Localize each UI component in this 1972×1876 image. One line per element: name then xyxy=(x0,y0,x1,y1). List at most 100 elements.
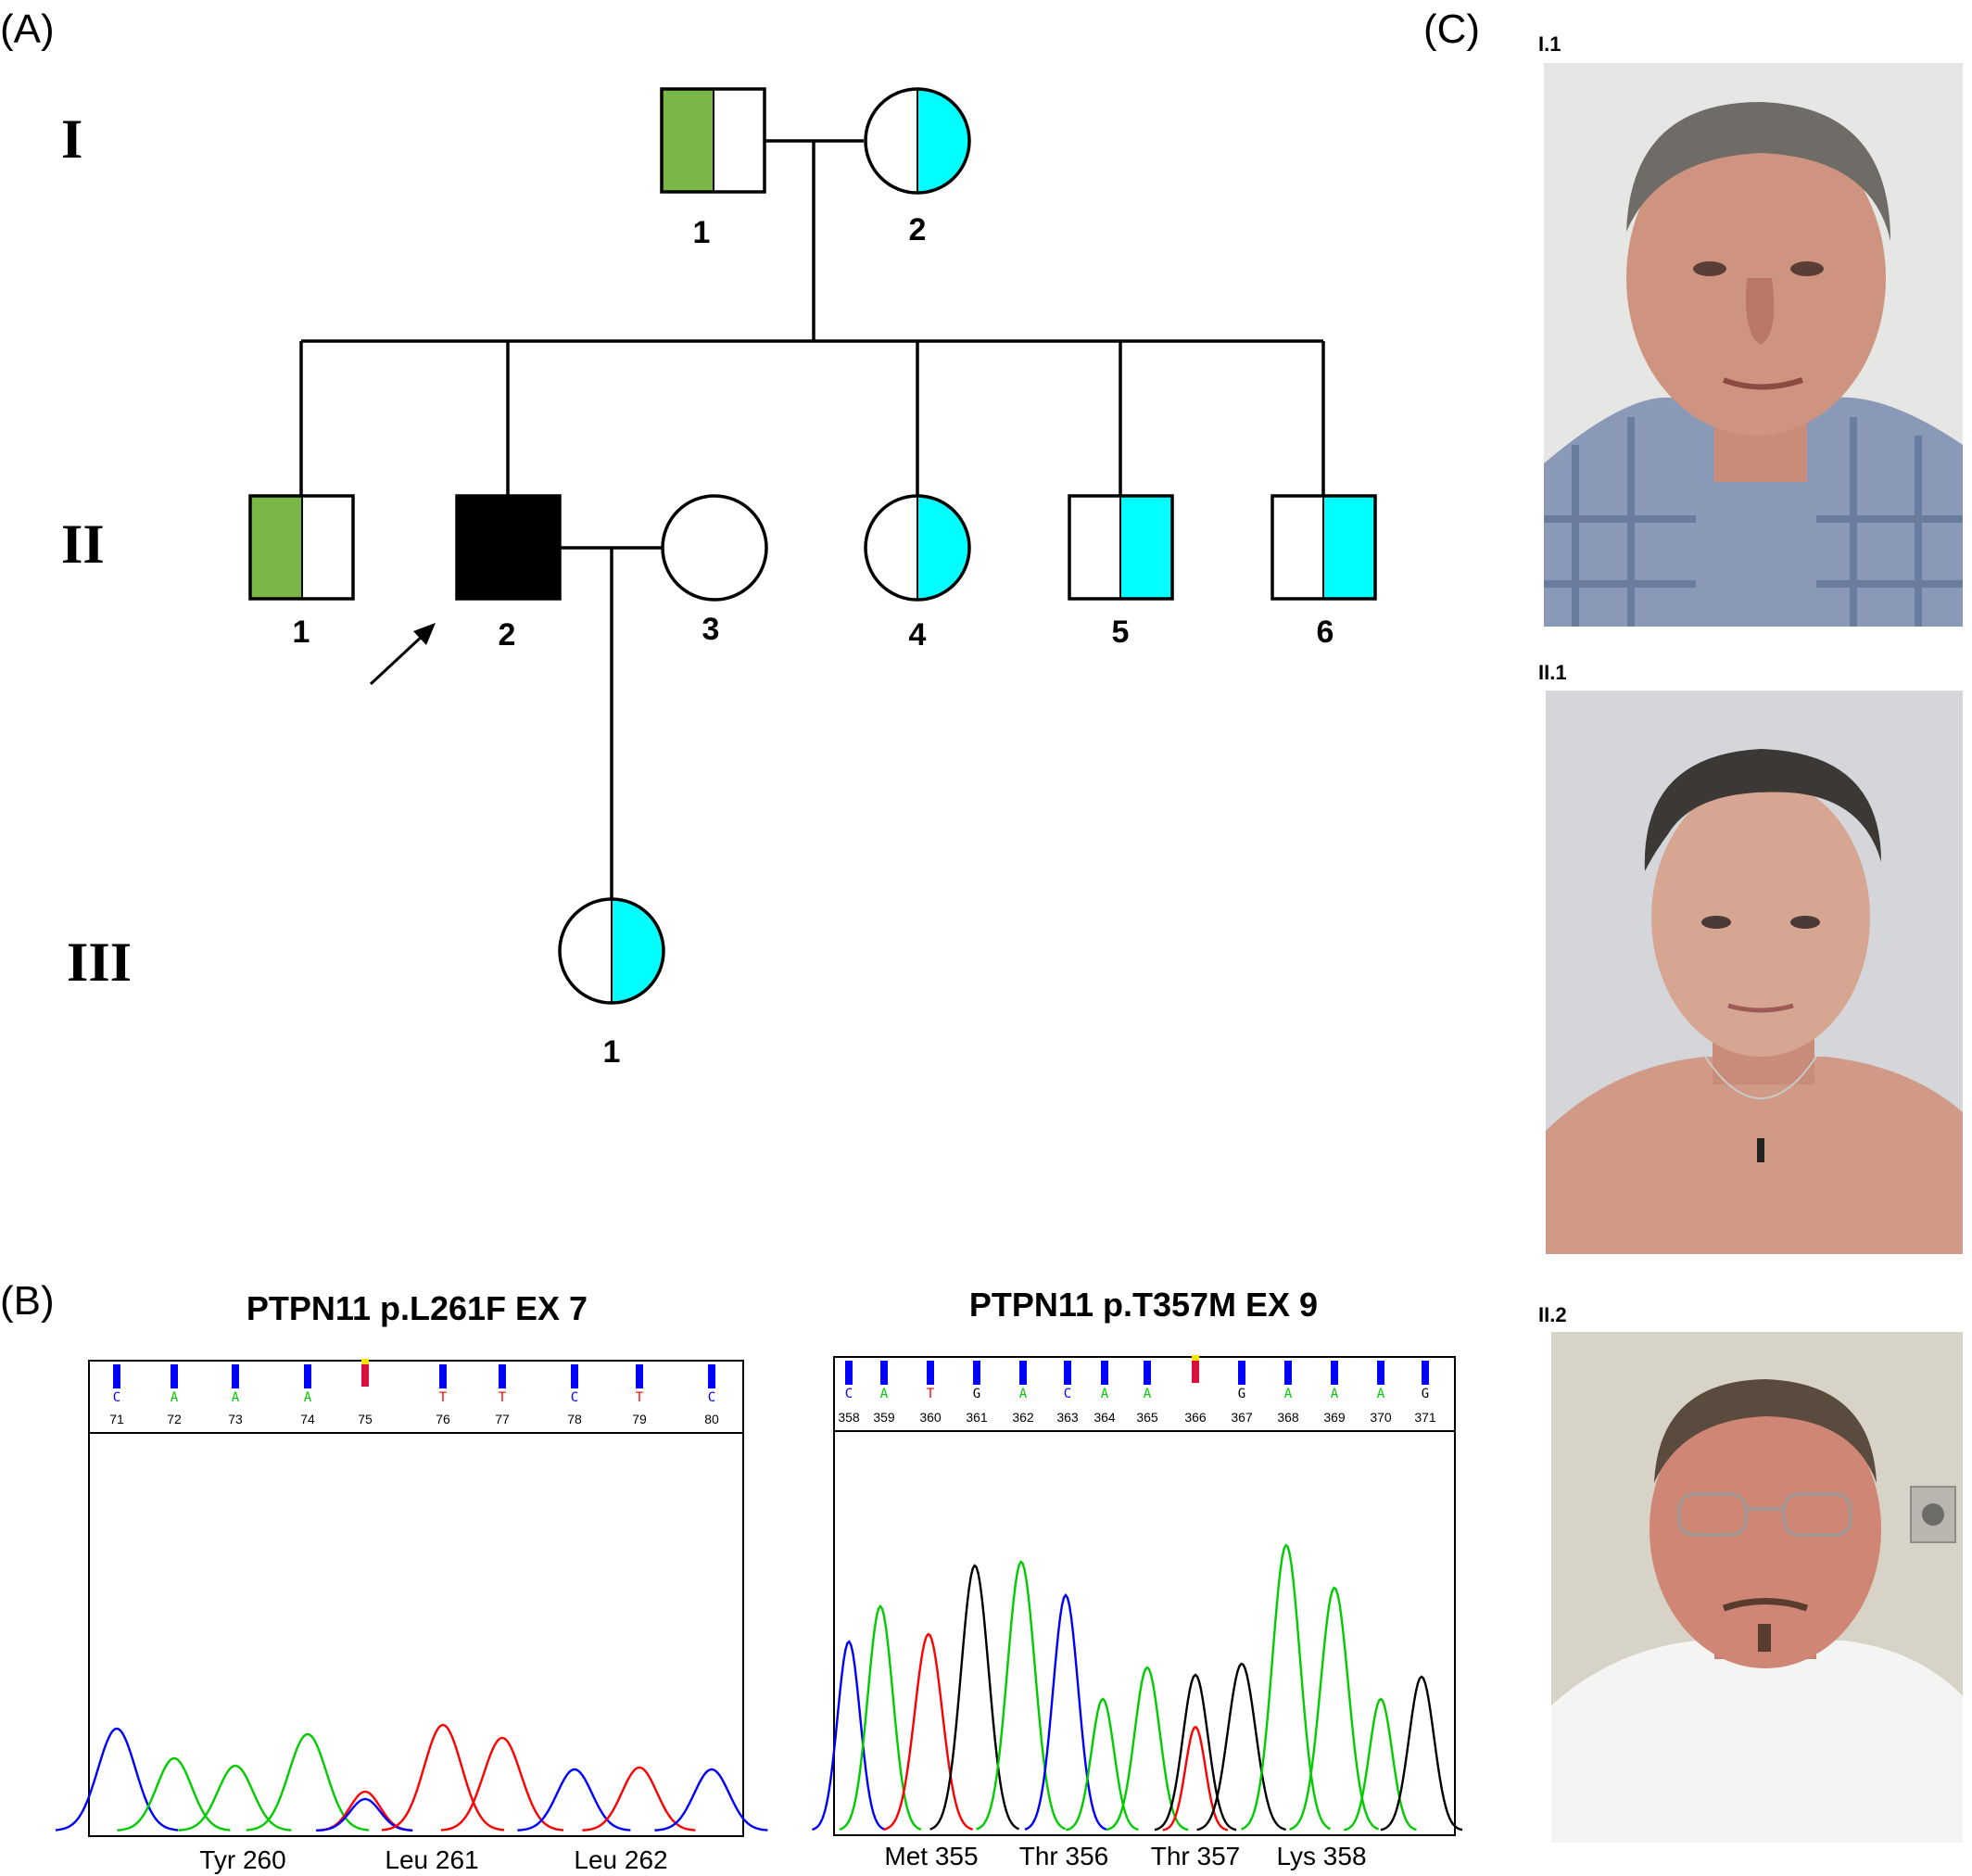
shirt xyxy=(1544,397,1963,627)
base-call-letter: T xyxy=(439,1390,448,1405)
base-call-letter: A xyxy=(1284,1387,1293,1401)
trace-peak xyxy=(1289,1586,1380,1831)
base-position: 361 xyxy=(966,1410,988,1425)
trace-peak xyxy=(929,1564,1020,1831)
base-call-letter: C xyxy=(708,1390,715,1405)
base-call-letter: A xyxy=(1101,1387,1109,1401)
moustache xyxy=(1722,1598,1809,1612)
face xyxy=(1651,779,1870,1057)
trace-peak xyxy=(883,1632,973,1832)
chromatogram-title: PTPN11 p.L261F EX 7 xyxy=(246,1289,588,1327)
base-call-letter: T xyxy=(499,1390,507,1405)
base-position: 73 xyxy=(228,1412,243,1426)
base-position: 368 xyxy=(1277,1410,1299,1425)
codon-label: Lys 358 xyxy=(1276,1842,1366,1870)
trace-peak xyxy=(246,1732,370,1832)
quality-bar xyxy=(571,1364,578,1388)
photo-panel: I.1 II.1 xyxy=(1538,32,1963,1843)
goatee xyxy=(1758,1624,1771,1652)
quality-bar xyxy=(1422,1361,1429,1385)
trace-peak xyxy=(517,1768,631,1832)
base-call-letter: C xyxy=(113,1390,120,1405)
individual-iii-1 xyxy=(558,897,665,1005)
base-call-letter: A xyxy=(1019,1387,1028,1401)
codon-label: Tyr 260 xyxy=(199,1845,285,1874)
base-position: 369 xyxy=(1323,1410,1346,1425)
hair xyxy=(1626,102,1890,241)
quality-bar xyxy=(973,1361,980,1385)
base-position: 75 xyxy=(358,1412,373,1426)
base-call-strip xyxy=(88,1360,744,1434)
quality-bar xyxy=(636,1364,643,1388)
base-position: 367 xyxy=(1231,1410,1253,1425)
quality-bar xyxy=(1192,1361,1199,1383)
quality-bar xyxy=(113,1364,120,1388)
pedigree-lines xyxy=(299,139,1325,899)
photo-ii-1 xyxy=(1546,691,1963,1254)
quality-bar xyxy=(1238,1361,1245,1385)
trace-peak xyxy=(582,1766,696,1832)
cyan-half xyxy=(917,89,969,193)
trace-peak xyxy=(1380,1675,1463,1832)
quality-bar xyxy=(1101,1361,1108,1385)
base-call-letter: C xyxy=(571,1390,578,1405)
panel-label-b: (B) xyxy=(0,1278,55,1324)
trace-peak xyxy=(1162,1725,1229,1832)
traces xyxy=(55,1723,768,1832)
quality-bar xyxy=(171,1364,178,1388)
base-position: 72 xyxy=(167,1412,182,1426)
trace-peak xyxy=(381,1723,505,1832)
codon-label: Thr 357 xyxy=(1151,1842,1241,1870)
female-symbol xyxy=(661,494,768,602)
trace-peak xyxy=(839,1604,922,1831)
base-position: 80 xyxy=(704,1412,719,1426)
individual-ii-1 xyxy=(248,494,355,601)
individual-i-2 xyxy=(864,87,971,195)
individual-number-i-2: 2 xyxy=(909,212,927,247)
base-call-letter: G xyxy=(973,1387,980,1401)
pedigree-chart: I II III xyxy=(61,87,1377,1070)
quality-bar xyxy=(1331,1361,1338,1385)
base-position: 362 xyxy=(1012,1410,1034,1425)
quality-bar xyxy=(1064,1361,1071,1385)
proband-arrow xyxy=(369,623,436,686)
individual-number-ii-2: 2 xyxy=(499,617,516,653)
traces xyxy=(812,1543,1463,1832)
individual-ii-3 xyxy=(661,494,768,602)
individual-number-ii-6: 6 xyxy=(1317,615,1334,650)
individual-number-ii-3: 3 xyxy=(702,612,720,647)
chromatogram-title: PTPN11 p.T357M EX 9 xyxy=(969,1286,1318,1324)
green-half xyxy=(662,89,714,192)
quality-bar xyxy=(927,1361,934,1385)
panel-label-c: (C) xyxy=(1423,6,1480,52)
base-position: 359 xyxy=(873,1410,895,1425)
quality-bar xyxy=(232,1364,239,1388)
hair xyxy=(1654,1379,1877,1483)
base-call-letter: G xyxy=(1422,1387,1429,1401)
individual-number-ii-5: 5 xyxy=(1112,615,1130,650)
trace-peak xyxy=(316,1797,413,1832)
individual-number-ii-4: 4 xyxy=(909,617,927,653)
individual-ii-6 xyxy=(1270,494,1377,601)
quality-bar xyxy=(439,1364,447,1388)
base-position: 360 xyxy=(919,1410,942,1425)
base-position: 358 xyxy=(838,1410,860,1425)
base-position: 365 xyxy=(1136,1410,1158,1425)
base-call-letter: A xyxy=(232,1390,240,1405)
base-position: 78 xyxy=(567,1412,582,1426)
codon-label: Leu 261 xyxy=(385,1845,478,1874)
photo-label-i-1: I.1 xyxy=(1538,32,1561,56)
base-position: 79 xyxy=(632,1412,647,1426)
generation-label-ii: II xyxy=(61,513,105,575)
quality-bar xyxy=(1144,1361,1151,1385)
base-position: 370 xyxy=(1370,1410,1392,1425)
photo-label-ii-1: II.1 xyxy=(1538,661,1567,684)
individual-number-i-1: 1 xyxy=(693,215,711,250)
trace-area xyxy=(833,1430,1456,1836)
trace-peak xyxy=(1106,1666,1189,1832)
